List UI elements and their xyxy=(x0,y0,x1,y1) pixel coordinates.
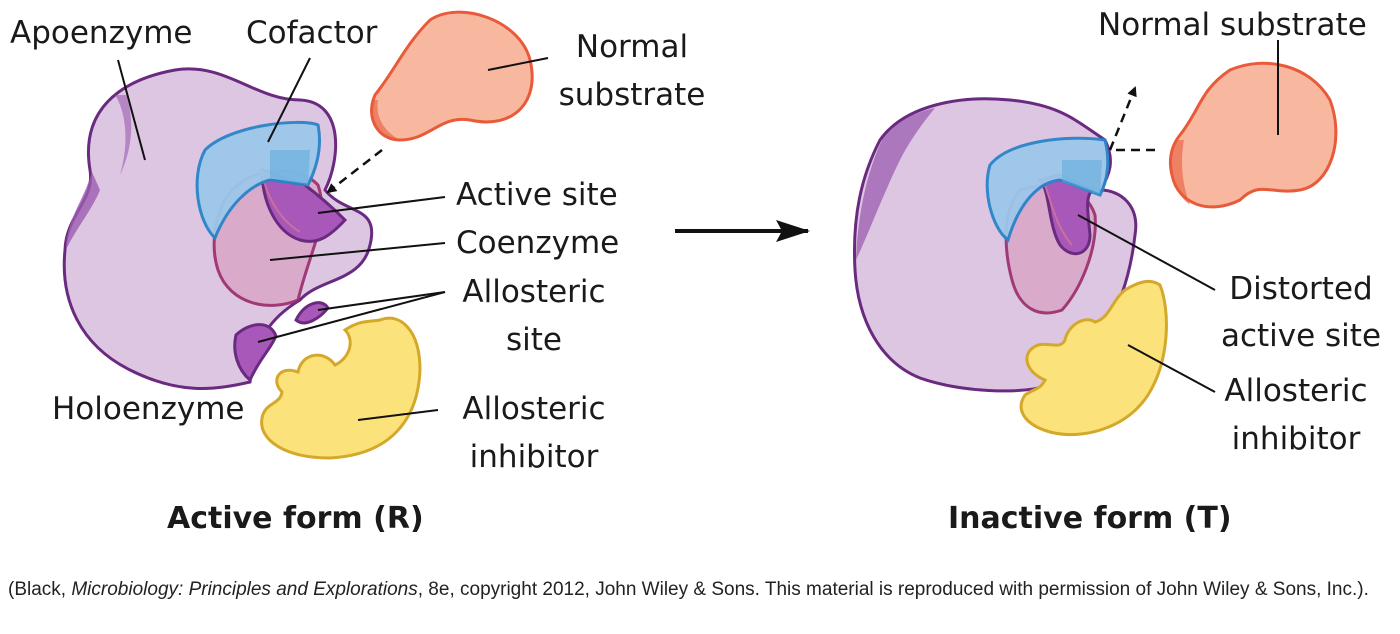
active-leader-lines xyxy=(117,57,549,421)
active-form-title: Active form (R) xyxy=(167,501,424,536)
label-allosteric-inhibitor-line1: Allosteric xyxy=(462,391,606,427)
active-allosteric-inhibitor xyxy=(260,316,422,460)
distorted-active-site-pocket xyxy=(1037,173,1095,256)
active-allosteric-site xyxy=(233,323,278,383)
label-apoenzyme: Apoenzyme xyxy=(10,15,193,51)
active-enzyme-edge xyxy=(66,172,100,250)
label-inactive-normal-substrate: Normal substrate xyxy=(1098,7,1367,43)
label-holoenzyme: Holoenzyme xyxy=(52,391,245,427)
label-allosteric-inhibitor-line2: inhibitor xyxy=(469,439,599,475)
inactive-allosteric-inhibitor xyxy=(1019,279,1168,437)
label-distorted-active-site-line1: Distorted xyxy=(1229,271,1373,307)
active-site-pocket xyxy=(260,167,348,243)
label-active-site: Active site xyxy=(456,177,618,213)
label-coenzyme: Coenzyme xyxy=(456,225,620,261)
label-inactive-allosteric-inhibitor-line2: inhibitor xyxy=(1231,421,1361,457)
inactive-rejection-arrow xyxy=(1108,86,1155,152)
active-enzyme-group xyxy=(62,67,374,390)
label-cofactor: Cofactor xyxy=(246,15,378,51)
credit-suffix: , 8e, copyright 2012, John Wiley & Sons.… xyxy=(417,579,1369,600)
label-allosteric-site-line2: site xyxy=(506,322,562,358)
inactive-leader-lines xyxy=(1077,40,1279,393)
label-normal-substrate-line2: substrate xyxy=(558,77,706,113)
label-inactive-allosteric-inhibitor-line1: Allosteric xyxy=(1224,373,1368,409)
inactive-form-title: Inactive form (T) xyxy=(948,501,1232,536)
active-binding-arrow xyxy=(326,149,383,194)
label-normal-substrate-line1: Normal xyxy=(575,29,689,65)
inactive-normal-substrate xyxy=(1168,61,1338,209)
credit-prefix: (Black, xyxy=(8,579,72,600)
label-distorted-active-site-line2: active site xyxy=(1220,318,1382,354)
credit-book-title: Microbiology: Principles and Exploration… xyxy=(71,579,418,600)
inactive-enzyme-group xyxy=(853,97,1138,393)
source-credit: (Black, Microbiology: Principles and Exp… xyxy=(8,578,1388,602)
inactive-enzyme-edge xyxy=(856,108,935,260)
label-allosteric-site-line1: Allosteric xyxy=(462,274,606,310)
active-normal-substrate xyxy=(370,10,534,142)
